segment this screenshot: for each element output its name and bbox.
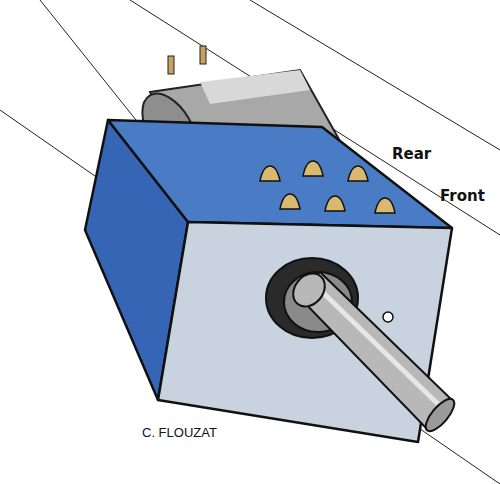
solder-lug (348, 166, 368, 181)
switch-housing (85, 120, 452, 442)
solder-lug (280, 194, 300, 209)
shaft (266, 258, 459, 435)
solder-lugs (260, 161, 395, 213)
front-label: Front (440, 188, 485, 205)
solder-lug (325, 196, 345, 211)
author-signature: C. FLOUZAT (142, 426, 217, 440)
rear-label: Rear (392, 146, 431, 163)
solder-lug (260, 166, 280, 181)
solder-lug (303, 161, 323, 176)
solder-lug (375, 198, 395, 213)
